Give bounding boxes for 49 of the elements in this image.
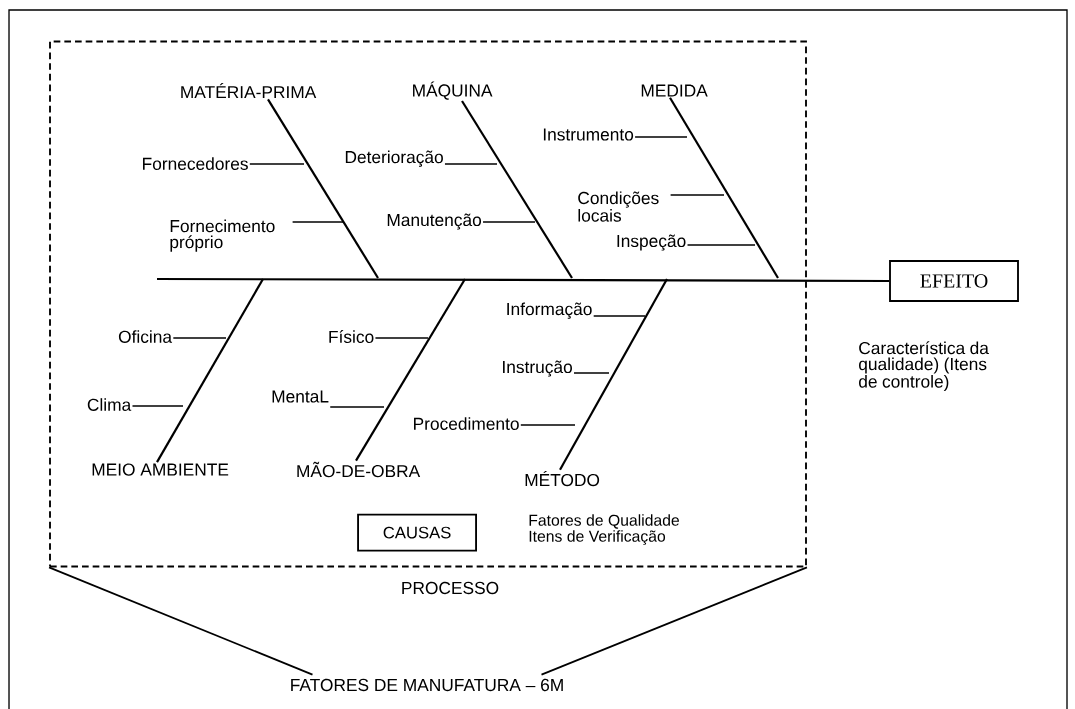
cause-label: Clima [87, 398, 132, 411]
cause-label: Informação [507, 302, 592, 319]
causes-box: CAUSAS [357, 513, 477, 552]
category-label: MÁQUINA [413, 81, 493, 100]
connector-line [540, 566, 808, 676]
rib-line [131, 405, 184, 407]
rib-line [249, 163, 305, 165]
category-label: MATÉRIA-PRIMA [181, 83, 317, 99]
node-label: PROCESSO [402, 581, 499, 595]
category-label: MÃO-DE-OBRA [297, 461, 421, 478]
spine-line [157, 277, 890, 283]
category-label: MÉTODO [525, 470, 600, 487]
rib-line [482, 221, 536, 223]
rib-line [172, 337, 227, 339]
cause-label: Deterioração [345, 150, 443, 167]
connector-line [48, 566, 314, 676]
rib-line [592, 315, 646, 317]
rib-line [669, 194, 725, 196]
rib-line [291, 221, 344, 223]
note-text: Característica da qualidade) (Itens de controle) [859, 341, 989, 392]
bone-line [156, 278, 264, 463]
caption-text: FATORES DE MANUFATURA – 6M [291, 678, 563, 692]
bone-line [669, 97, 779, 279]
cause-label: Instrumento [543, 128, 634, 141]
cause-label: Instrução [503, 360, 572, 377]
cause-label: Manutenção [387, 213, 482, 230]
rib-line [573, 372, 610, 374]
cause-label: Oficina [118, 330, 173, 343]
bone-line [355, 278, 466, 462]
category-label: MEDIDA [641, 84, 708, 97]
rib-line [374, 337, 429, 339]
cause-label: Fornecimento próprio [170, 219, 275, 252]
cause-label: Condições locais [578, 191, 659, 222]
cause-label: Físico [329, 330, 374, 344]
cause-label: Procedimento [414, 417, 519, 430]
cause-label: MentaL [272, 390, 329, 403]
rib-line [686, 244, 756, 246]
rib-line [444, 163, 498, 165]
bone-line [267, 98, 379, 279]
category-label: MEIO AMBIENTE [92, 463, 229, 476]
rib-line [634, 136, 688, 138]
rib-line [520, 424, 576, 426]
note-text: Fatores de Qualidade Itens de Verificação [529, 514, 679, 545]
effect-box: EFEITO [889, 260, 1019, 302]
bone-line [461, 100, 573, 279]
cause-label: Fornecedores [143, 157, 248, 170]
rib-line [329, 406, 385, 408]
cause-label: Inspeção [617, 234, 686, 251]
bone-line [559, 278, 668, 471]
